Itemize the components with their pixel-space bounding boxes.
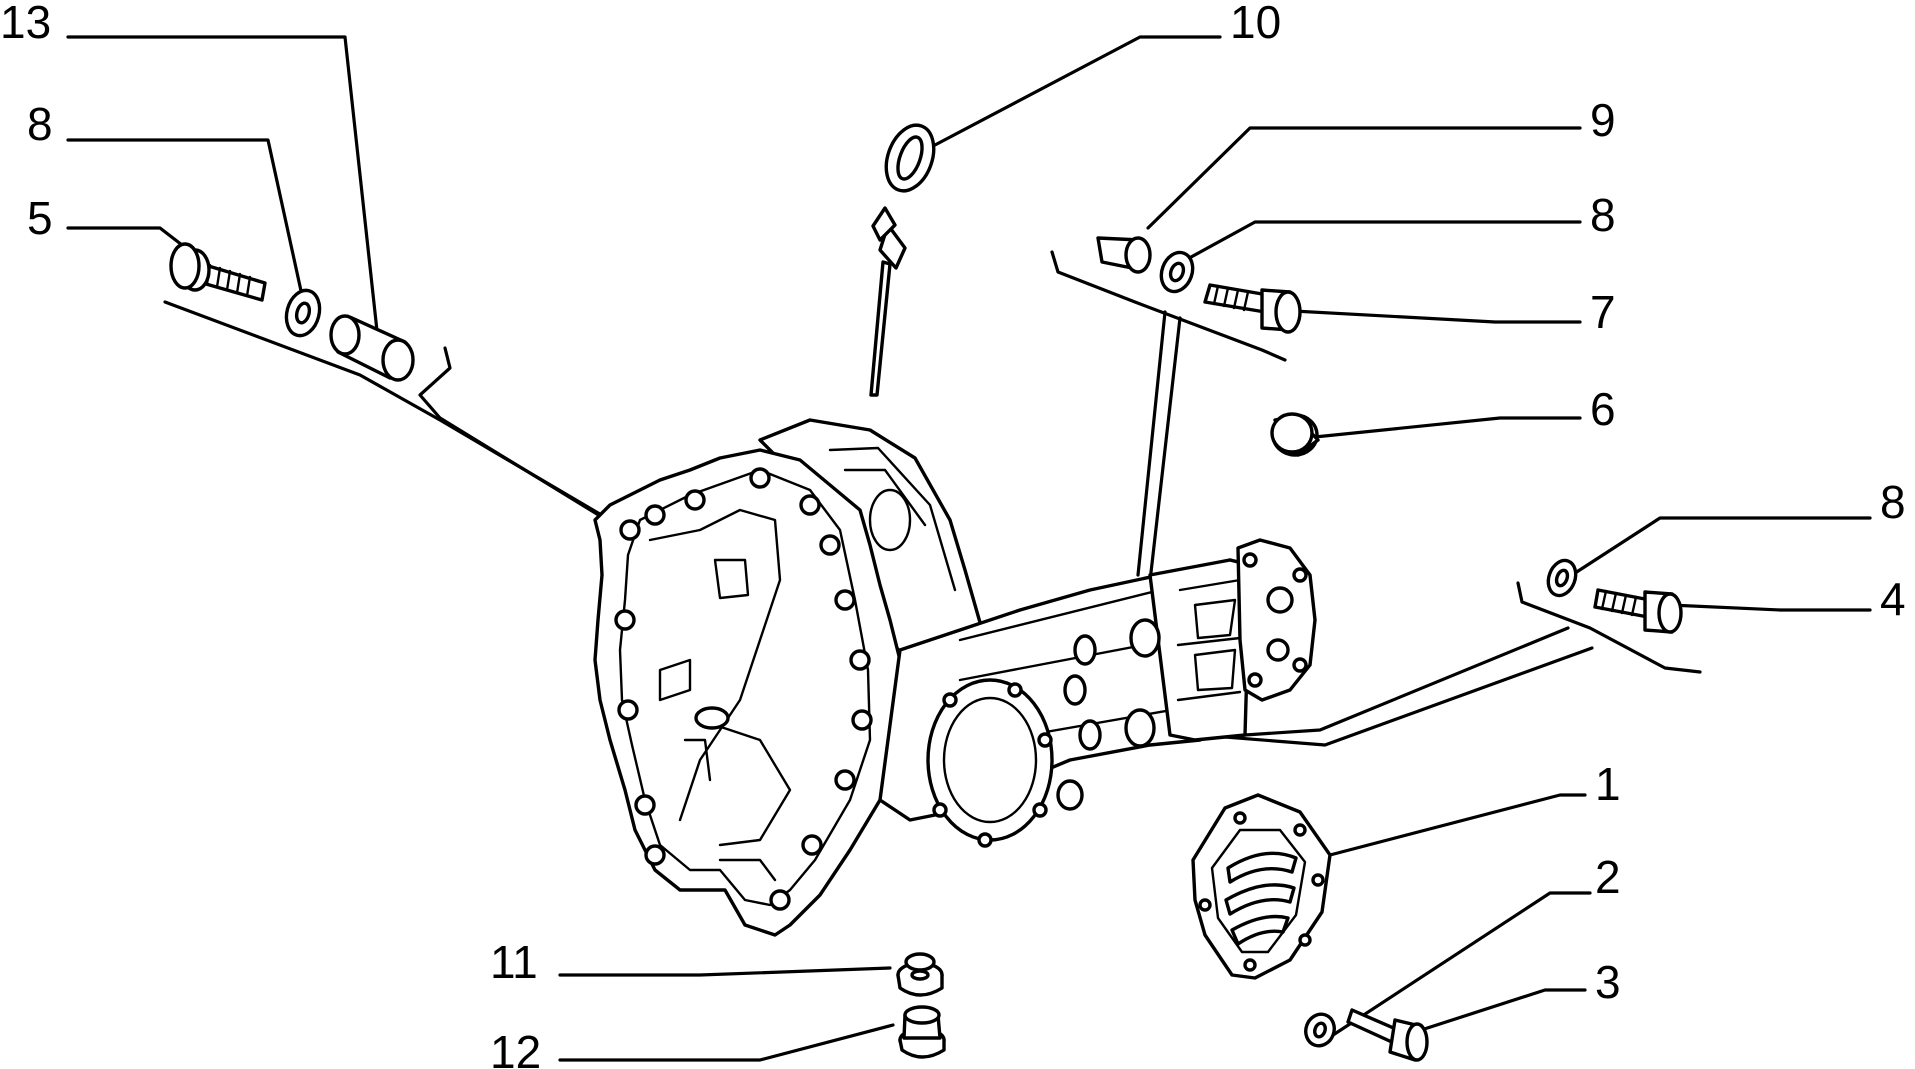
cover-plate-part-1 (1191, 793, 1332, 980)
callout-1: 1 (1595, 758, 1621, 810)
bolt-part-5 (169, 242, 267, 302)
callout-5: 5 (27, 192, 53, 244)
callout-12: 12 (490, 1026, 541, 1069)
plug-part-9 (1096, 236, 1152, 274)
callout-8-right: 8 (1880, 476, 1906, 528)
washer-part-8-right (1546, 558, 1578, 598)
cap-plug-part-6 (1270, 412, 1320, 457)
washer-part-8-upper-right (1159, 250, 1195, 294)
callout-2: 2 (1595, 851, 1621, 903)
callout-13-top-left: 13 (0, 0, 51, 48)
bushing-part-11 (896, 952, 944, 997)
washer-part-8-left (284, 288, 322, 338)
plug-part-12 (898, 1005, 946, 1059)
callout-8-upper-left: 8 (27, 98, 53, 150)
callout-6: 6 (1590, 383, 1616, 435)
screw-part-3 (1346, 1008, 1429, 1062)
bolt-part-4 (1593, 588, 1683, 634)
callout-8-upper-right: 8 (1590, 189, 1616, 241)
callout-9: 9 (1590, 94, 1616, 146)
bolt-part-7 (1203, 283, 1302, 334)
callout-3: 3 (1595, 956, 1621, 1008)
dowel-sleeve-part-13 (329, 314, 415, 382)
callout-7: 7 (1590, 286, 1616, 338)
washer-part-2 (1304, 1012, 1336, 1048)
dipstick-part-10 (869, 123, 936, 397)
callout-4: 4 (1880, 573, 1906, 625)
callout-11: 11 (490, 936, 538, 988)
callout-10: 10 (1230, 0, 1281, 48)
gearbox-main-housing (593, 418, 1317, 937)
